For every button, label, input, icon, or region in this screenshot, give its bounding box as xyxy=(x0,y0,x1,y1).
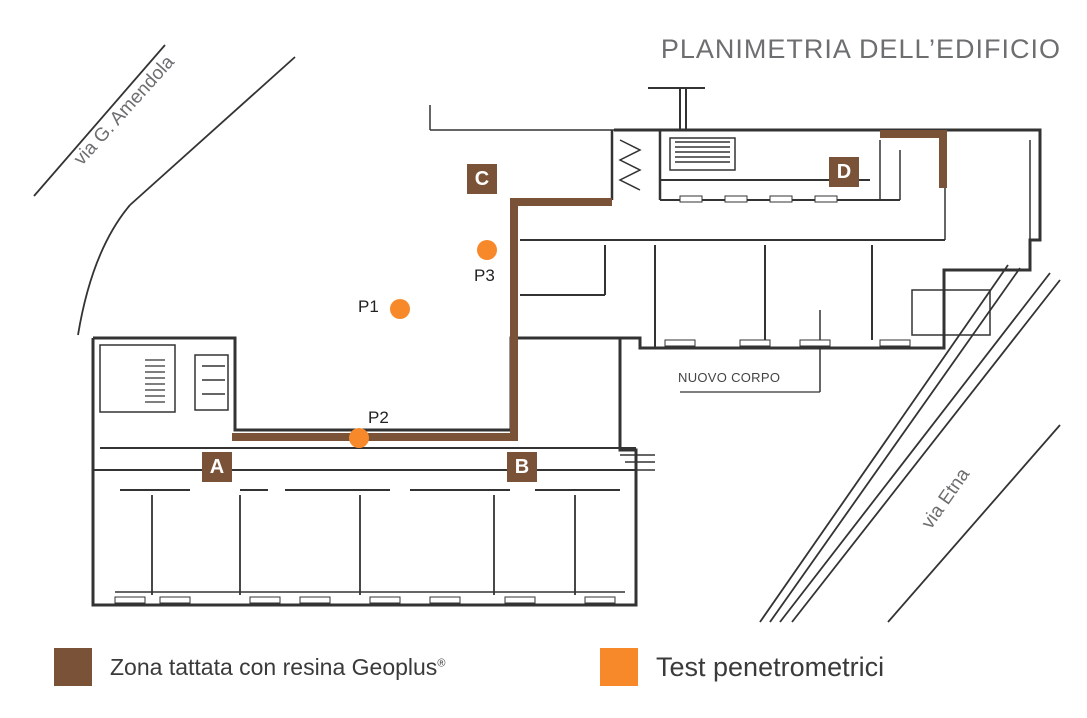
legend-label: Test penetrometrici xyxy=(656,651,885,682)
test-dot-p3 xyxy=(477,240,497,260)
registered-mark: ® xyxy=(437,656,446,669)
point-label: D xyxy=(836,160,852,183)
test-label-p2: P2 xyxy=(368,408,389,427)
legend-treated-zone: Zona tattata con resina Geoplus® xyxy=(54,648,445,686)
page-title: PLANIMETRIA DELL’EDIFICIO xyxy=(660,34,1061,64)
test-label-p1: P1 xyxy=(358,297,379,316)
treated-zone-swatch xyxy=(54,648,92,686)
test-dot-p1 xyxy=(390,299,410,319)
point-label: A xyxy=(209,455,225,478)
point-label: C xyxy=(474,167,490,190)
windows xyxy=(114,195,911,604)
test-swatch xyxy=(600,648,638,686)
point-marker-a: A xyxy=(202,452,232,482)
point-label: B xyxy=(514,455,530,478)
treated-zone-paths xyxy=(232,130,947,441)
point-marker-b: B xyxy=(507,452,537,482)
legend-penetrometric-tests: Test penetrometrici xyxy=(600,648,884,686)
building-label: NUOVO CORPO xyxy=(678,370,781,385)
street-lines xyxy=(33,44,1061,623)
test-label-p3: P3 xyxy=(474,266,495,285)
test-dot-p2 xyxy=(349,428,369,448)
legend-text: Zona tattata con resina Geoplus xyxy=(110,653,438,680)
legend-label: Zona tattata con resina Geoplus® xyxy=(110,654,445,681)
point-marker-d: D xyxy=(829,157,859,187)
point-marker-c: C xyxy=(467,164,497,194)
